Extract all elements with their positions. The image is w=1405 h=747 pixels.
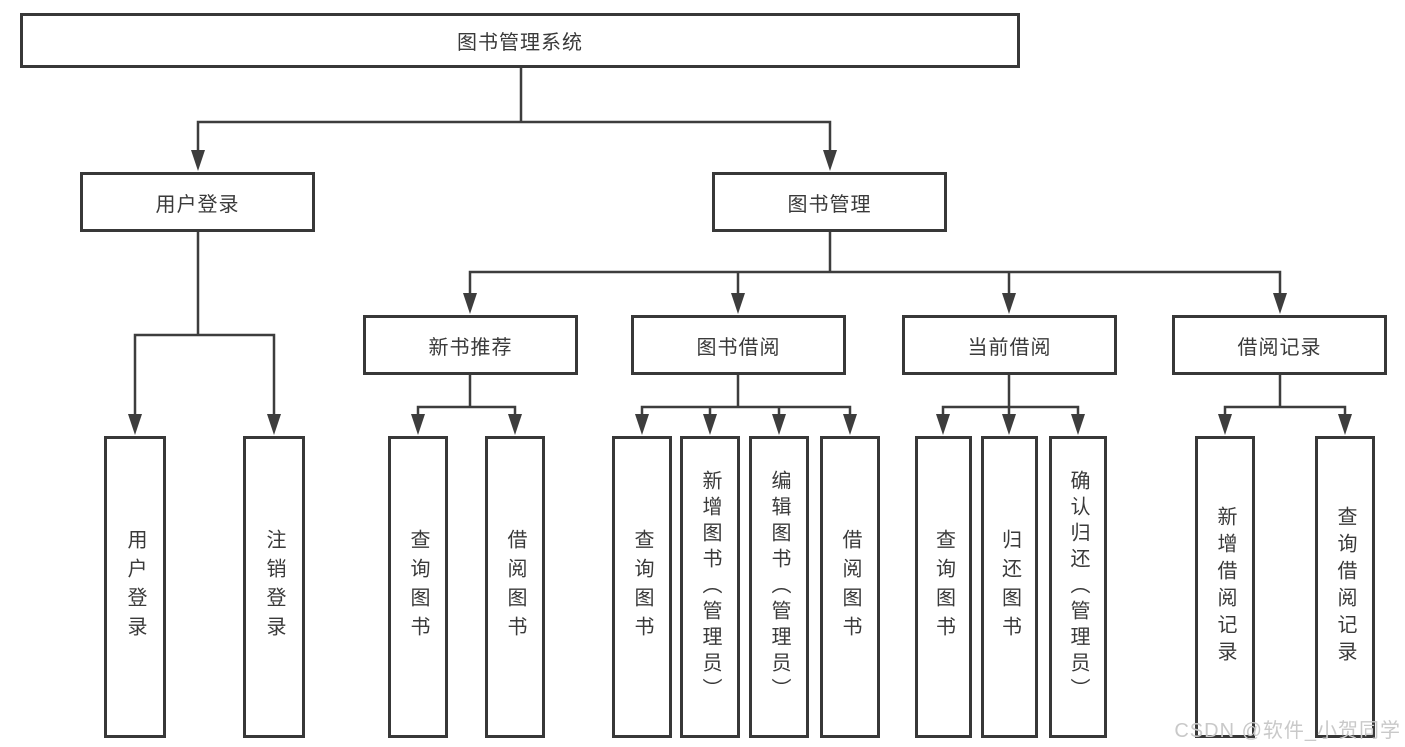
leaf-label: 用户登录 <box>124 529 146 645</box>
csdn-watermark: CSDN @软件_小贺同学 <box>1174 720 1401 742</box>
leaf-label: 查询借阅记录 <box>1334 506 1356 668</box>
leaf-borrow-books: 借阅图书 <box>820 436 880 738</box>
leaf-borrow-books-newbook: 借阅图书 <box>485 436 545 738</box>
node-book-borrow: 图书借阅 <box>631 315 846 375</box>
leaf-label: 注销登录 <box>263 529 285 645</box>
leaf-add-books-admin: 新增图书（管理员） <box>680 436 740 738</box>
leaf-user-login: 用户登录 <box>104 436 166 738</box>
node-new-book-recommend: 新书推荐 <box>363 315 578 375</box>
leaf-label: 查询图书 <box>932 529 955 645</box>
leaf-confirm-return-admin: 确认归还（管理员） <box>1049 436 1107 738</box>
leaf-label: 查询图书 <box>407 529 429 645</box>
node-user-login: 用户登录 <box>80 172 315 232</box>
leaf-edit-books-admin: 编辑图书（管理员） <box>749 436 809 738</box>
leaf-return-books: 归还图书 <box>981 436 1038 738</box>
leaf-label: 归还图书 <box>998 529 1021 645</box>
leaf-query-books-newbook: 查询图书 <box>388 436 448 738</box>
leaf-label: 查询图书 <box>631 529 653 645</box>
leaf-label: 新增图书（管理员） <box>699 470 721 704</box>
leaf-logout: 注销登录 <box>243 436 305 738</box>
leaf-query-books-current: 查询图书 <box>915 436 972 738</box>
leaf-label: 借阅图书 <box>839 529 861 645</box>
node-current-borrow: 当前借阅 <box>902 315 1117 375</box>
node-borrow-records: 借阅记录 <box>1172 315 1387 375</box>
node-book-management: 图书管理 <box>712 172 947 232</box>
leaf-label: 新增借阅记录 <box>1214 506 1236 668</box>
node-root-system: 图书管理系统 <box>20 13 1020 68</box>
leaf-add-borrow-record: 新增借阅记录 <box>1195 436 1255 738</box>
leaf-label: 编辑图书（管理员） <box>768 470 790 704</box>
leaf-label: 借阅图书 <box>504 529 526 645</box>
leaf-label: 确认归还（管理员） <box>1067 470 1089 704</box>
leaf-query-books-borrow: 查询图书 <box>612 436 672 738</box>
leaf-query-borrow-record: 查询借阅记录 <box>1315 436 1375 738</box>
